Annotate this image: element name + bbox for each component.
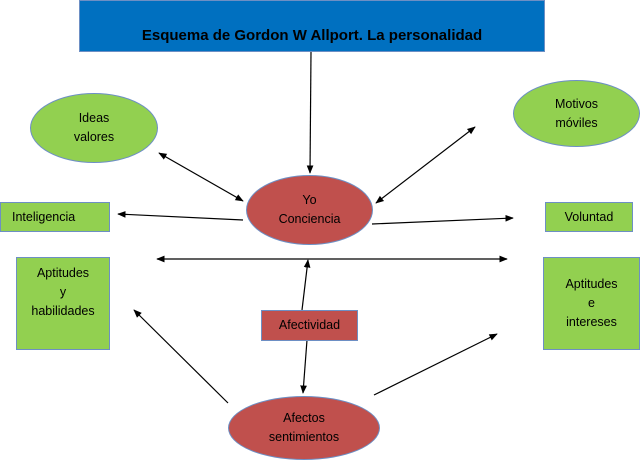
node-afectos-sentimientos: Afectos sentimientos	[228, 396, 380, 460]
arrow-afectos-to-intereses	[373, 333, 498, 396]
node-text: habilidades	[31, 304, 95, 318]
node-text: móviles	[555, 115, 598, 130]
node-text: Aptitudes	[565, 277, 618, 291]
arrow-motivos-yo	[375, 126, 476, 204]
arrow-yo-to-inteligencia	[117, 211, 244, 221]
diagram-title: Esquema de Gordon W Allport. La personal…	[79, 0, 545, 52]
node-aptitudes-habilidades: Aptitudes y habilidades	[16, 257, 110, 350]
node-aptitudes-intereses: Aptitudes e intereses	[543, 257, 640, 350]
node-text: Ideas	[78, 111, 110, 125]
node-text: valores	[73, 130, 115, 144]
arrow-title-to-yo	[306, 51, 314, 174]
node-text: y	[59, 285, 67, 299]
arrow-afectividad-down	[300, 339, 308, 394]
arrow-afectividad-up	[301, 259, 311, 311]
arrow-yo-to-voluntad	[371, 214, 514, 225]
node-ideas-valores: Ideas valores	[30, 93, 158, 163]
title-text: Esquema de Gordon W Allport. La personal…	[141, 27, 483, 44]
node-text: Voluntad	[564, 209, 614, 224]
arrow-ideas-yo	[158, 152, 244, 202]
node-text: Conciencia	[278, 212, 341, 226]
node-text: Aptitudes	[36, 266, 90, 280]
node-text: e	[588, 296, 595, 310]
node-afectividad: Afectividad	[261, 310, 358, 341]
node-text: Yo	[302, 193, 317, 207]
node-text: Motivos	[554, 96, 599, 111]
node-voluntad: Voluntad	[545, 202, 633, 232]
arrow-afectos-to-habilidades	[133, 309, 229, 404]
node-inteligencia: Inteligencia	[0, 202, 110, 232]
node-motivos-moviles: Motivos móviles	[513, 80, 640, 147]
node-text: intereses	[566, 315, 617, 329]
node-yo-conciencia: Yo Conciencia	[246, 175, 373, 245]
node-text: Inteligencia	[12, 209, 76, 224]
node-text: sentimientos	[268, 430, 340, 444]
node-text: Afectos	[283, 411, 325, 425]
node-text: Afectividad	[278, 318, 341, 332]
